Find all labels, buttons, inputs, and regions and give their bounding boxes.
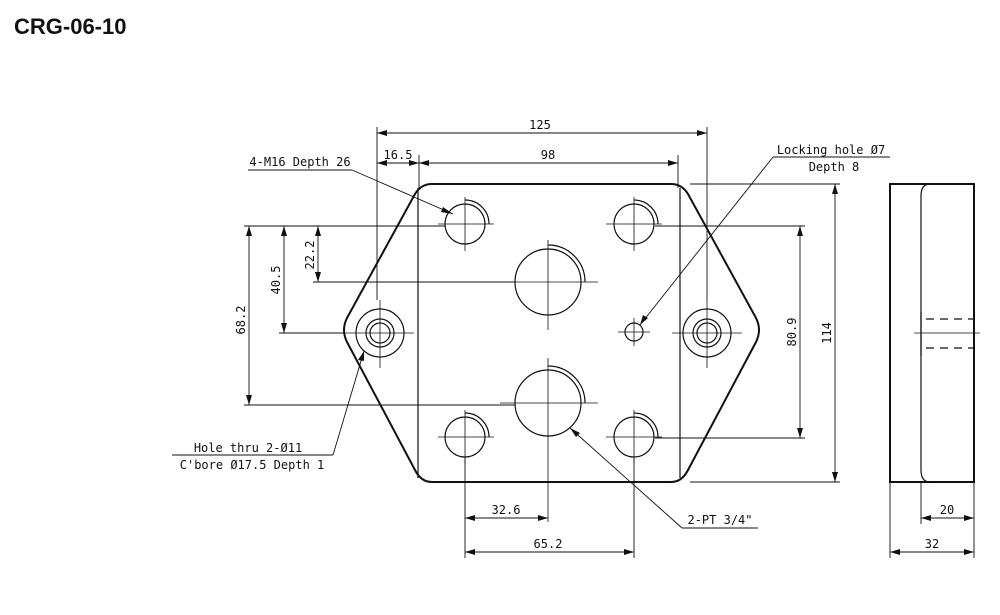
dim-40-5: 40.5 <box>269 226 287 333</box>
dim-label-98: 98 <box>541 148 555 162</box>
pipe-port-lower <box>500 358 598 522</box>
callout-label-thru-1: Hole thru 2-Ø11 <box>194 441 302 455</box>
dim-65-2: 65.2 <box>465 537 634 555</box>
thru-hole-left <box>345 300 414 368</box>
dim-label-32: 32 <box>925 537 939 551</box>
callout-label-locking-1: Locking hole Ø7 <box>777 143 885 157</box>
callout-label-ports: 2-PT 3/4" <box>687 513 752 527</box>
dim-label-114: 114 <box>820 322 834 344</box>
dim-80-9: 80.9 <box>785 226 803 438</box>
dim-68-2: 68.2 <box>234 226 252 405</box>
dim-label-16-5: 16.5 <box>384 148 413 162</box>
tapped-hole-top-right <box>606 197 662 251</box>
side-view <box>889 183 980 558</box>
dim-label-22-2: 22.2 <box>303 241 317 270</box>
tapped-hole-top-left <box>438 197 494 251</box>
locking-hole <box>618 318 650 346</box>
dim-overall-height: 114 <box>820 184 838 482</box>
dim-overall-width: 125 <box>377 118 707 136</box>
dim-label-20: 20 <box>940 503 954 517</box>
dim-side-depth: 20 <box>921 503 974 521</box>
dim-32-6: 32.6 <box>465 503 548 521</box>
plate-outline <box>343 183 760 483</box>
tapped-hole-bottom-left <box>438 410 494 464</box>
callout-label-tapped: 4-M16 Depth 26 <box>249 155 350 169</box>
dim-label-80-9: 80.9 <box>785 318 799 347</box>
dim-label-125: 125 <box>529 118 551 132</box>
dim-22-2: 22.2 <box>303 226 321 282</box>
dim-label-32-6: 32.6 <box>492 503 521 517</box>
callout-label-locking-2: Depth 8 <box>809 160 860 174</box>
callout-thru-hole: Hole thru 2-Ø11 C'bore Ø17.5 Depth 1 <box>172 350 365 472</box>
callout-pipe-ports: 2-PT 3/4" <box>569 427 758 529</box>
dim-label-65-2: 65.2 <box>534 537 563 551</box>
drawing-title: CRG-06-10 <box>14 14 127 39</box>
thru-hole-right <box>672 300 742 368</box>
dim-port-spacing: 98 <box>419 148 678 166</box>
dim-edge-offset: 16.5 <box>377 148 419 166</box>
dim-label-40-5: 40.5 <box>269 266 283 295</box>
dim-side-thickness: 32 <box>890 537 974 555</box>
pipe-port-upper <box>505 240 598 330</box>
tapped-hole-bottom-right <box>606 410 662 464</box>
callout-label-thru-2: C'bore Ø17.5 Depth 1 <box>180 458 325 472</box>
callout-tapped-holes: 4-M16 Depth 26 <box>248 155 454 215</box>
dim-label-68-2: 68.2 <box>234 306 248 335</box>
callout-locking-hole: Locking hole Ø7 Depth 8 <box>639 143 890 326</box>
